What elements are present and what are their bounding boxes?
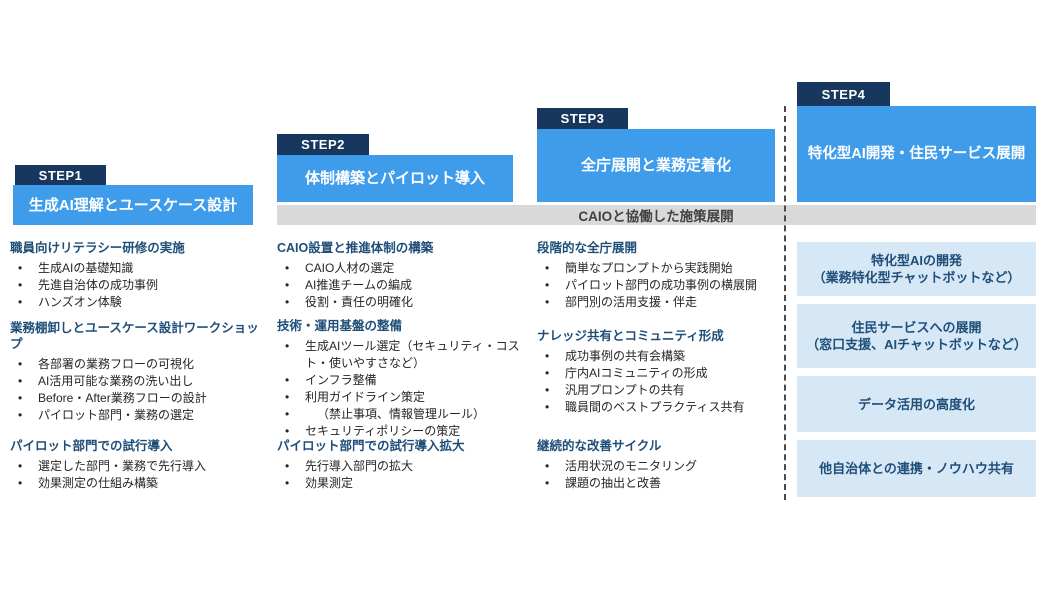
step2-title: 体制構築とパイロット導入 — [304, 170, 485, 187]
step4-tab: STEP4 — [797, 82, 890, 106]
caio-banner-label: CAIOと協働した施策展開 — [578, 209, 734, 224]
bullet-item: 生成AIの基礎知識 — [10, 260, 260, 277]
step2-title-box: 体制構築とパイロット導入 — [277, 155, 513, 202]
section-pilot-trial: パイロット部門での試行導入 選定した部門・業務で先行導入 効果測定の仕組み構築 — [10, 438, 260, 492]
step3-tab-label: STEP3 — [560, 111, 605, 126]
outcome-box-municipal-collaboration: 他自治体との連携・ノウハウ共有 — [797, 440, 1036, 497]
bullet-item: 簡単なプロンプトから実践開始 — [537, 260, 782, 277]
outcome-box-line: 他自治体との連携・ノウハウ共有 — [819, 461, 1014, 476]
bullet-item: CAIO人材の選定 — [277, 260, 529, 277]
section-heading: CAIO設置と推進体制の構築 — [277, 241, 434, 255]
bullet-item: セキュリティポリシーの策定 — [277, 423, 529, 440]
outcome-box-citizen-services: 住民サービスへの展開 （窓口支援、AIチャットボットなど） — [797, 304, 1036, 368]
step1-tab-label: STEP1 — [38, 167, 83, 183]
bullet-item: ハンズオン体験 — [10, 294, 260, 311]
step4-title: 特化型AI開発・住民サービス展開 — [807, 145, 1026, 162]
outcome-box-line: （業務特化型チャットボットなど） — [812, 270, 1021, 285]
bullet-item: 課題の抽出と改善 — [537, 475, 782, 492]
section-improvement-cycle: 継続的な改善サイクル 活用状況のモニタリング 課題の抽出と改善 — [537, 438, 782, 492]
bullet-item: （禁止事項、情報管理ルール） — [277, 406, 529, 423]
section-caio-setup: CAIO設置と推進体制の構築 CAIO人材の選定 AI推進チームの編成 役割・責… — [277, 240, 529, 311]
bullet-item: AI推進チームの編成 — [277, 277, 529, 294]
bullet-item: インフラ整備 — [277, 372, 529, 389]
outcome-box-line: データ活用の高度化 — [857, 396, 975, 412]
section-literacy-training: 職員向けリテラシー研修の実施 生成AIの基礎知識 先進自治体の成功事例 ハンズオ… — [10, 240, 260, 311]
bullet-item: 先行導入部門の拡大 — [277, 458, 529, 475]
step1-title: 生成AI理解とユースケース設計 — [28, 196, 238, 214]
bullet-item: 生成AIツール選定（セキュリティ・コスト・使いやすさなど） — [277, 338, 529, 372]
step4-title-box: 特化型AI開発・住民サービス展開 — [797, 106, 1036, 202]
section-heading: ナレッジ共有とコミュニティ形成 — [537, 329, 724, 343]
outcome-box-line: 特化型AIの開発 — [870, 253, 962, 268]
bullet-item: 先進自治体の成功事例 — [10, 277, 260, 294]
bullet-item: 庁内AIコミュニティの形成 — [537, 365, 782, 382]
bullet-item: 活用状況のモニタリング — [537, 458, 782, 475]
section-pilot-expansion: パイロット部門での試行導入拡大 先行導入部門の拡大 効果測定 — [277, 438, 529, 492]
bullet-item: 職員間のベストプラクティス共有 — [537, 399, 782, 416]
bullet-item: AI活用可能な業務の洗い出し — [10, 373, 260, 390]
section-heading: 継続的な改善サイクル — [537, 439, 662, 453]
bullet-item: 利用ガイドライン策定 — [277, 389, 529, 406]
step1-tab: STEP1 — [15, 165, 106, 185]
bullet-item: 部門別の活用支援・伴走 — [537, 294, 782, 311]
section-heading: 段階的な全庁展開 — [537, 241, 638, 255]
section-tech-infrastructure: 技術・運用基盤の整備 生成AIツール選定（セキュリティ・コスト・使いやすさなど）… — [277, 318, 529, 440]
step2-tab-label: STEP2 — [301, 137, 345, 152]
bullet-item: 効果測定 — [277, 475, 529, 492]
section-heading: 技術・運用基盤の整備 — [277, 319, 403, 333]
bullet-item: Before・After業務フローの設計 — [10, 390, 260, 407]
step3-title-box: 全庁展開と業務定着化 — [537, 129, 775, 202]
bullet-item: 各部署の業務フローの可視化 — [10, 356, 260, 373]
section-heading: パイロット部門での試行導入拡大 — [277, 439, 465, 453]
section-heading: 業務棚卸しとユースケース設計ワークショップ — [10, 321, 259, 351]
step4-tab-label: STEP4 — [821, 86, 866, 102]
bullet-item: 役割・責任の明確化 — [277, 294, 529, 311]
outcome-box-line: （窓口支援、AIチャットボットなど） — [806, 337, 1027, 352]
step3-title: 全庁展開と業務定着化 — [580, 157, 731, 174]
section-knowledge-sharing: ナレッジ共有とコミュニティ形成 成功事例の共有会構築 庁内AIコミュニティの形成… — [537, 328, 782, 416]
step2-tab: STEP2 — [277, 134, 369, 155]
step1-title-box: 生成AI理解とユースケース設計 — [13, 185, 253, 225]
bullet-item: 効果測定の仕組み構築 — [10, 475, 260, 492]
bullet-item: パイロット部門・業務の選定 — [10, 407, 260, 424]
section-phased-rollout: 段階的な全庁展開 簡単なプロンプトから実践開始 パイロット部門の成功事例の横展開… — [537, 240, 782, 311]
bullet-item: パイロット部門の成功事例の横展開 — [537, 277, 782, 294]
caio-banner: CAIOと協働した施策展開 — [277, 205, 1036, 225]
outcome-box-specialized-ai: 特化型AIの開発 （業務特化型チャットボットなど） — [797, 242, 1036, 296]
outcome-box-data-utilization: データ活用の高度化 — [797, 376, 1036, 432]
section-heading: 職員向けリテラシー研修の実施 — [10, 241, 185, 255]
section-workshop: 業務棚卸しとユースケース設計ワークショップ 各部署の業務フローの可視化 AI活用… — [10, 320, 260, 424]
bullet-item: 汎用プロンプトの共有 — [537, 382, 782, 399]
section-heading: パイロット部門での試行導入 — [10, 439, 173, 453]
bullet-item: 選定した部門・業務で先行導入 — [10, 458, 260, 475]
step4-dashed-divider — [784, 106, 786, 500]
outcome-box-line: 住民サービスへの展開 — [851, 320, 982, 335]
step3-tab: STEP3 — [537, 108, 628, 129]
bullet-item: 成功事例の共有会構築 — [537, 348, 782, 365]
